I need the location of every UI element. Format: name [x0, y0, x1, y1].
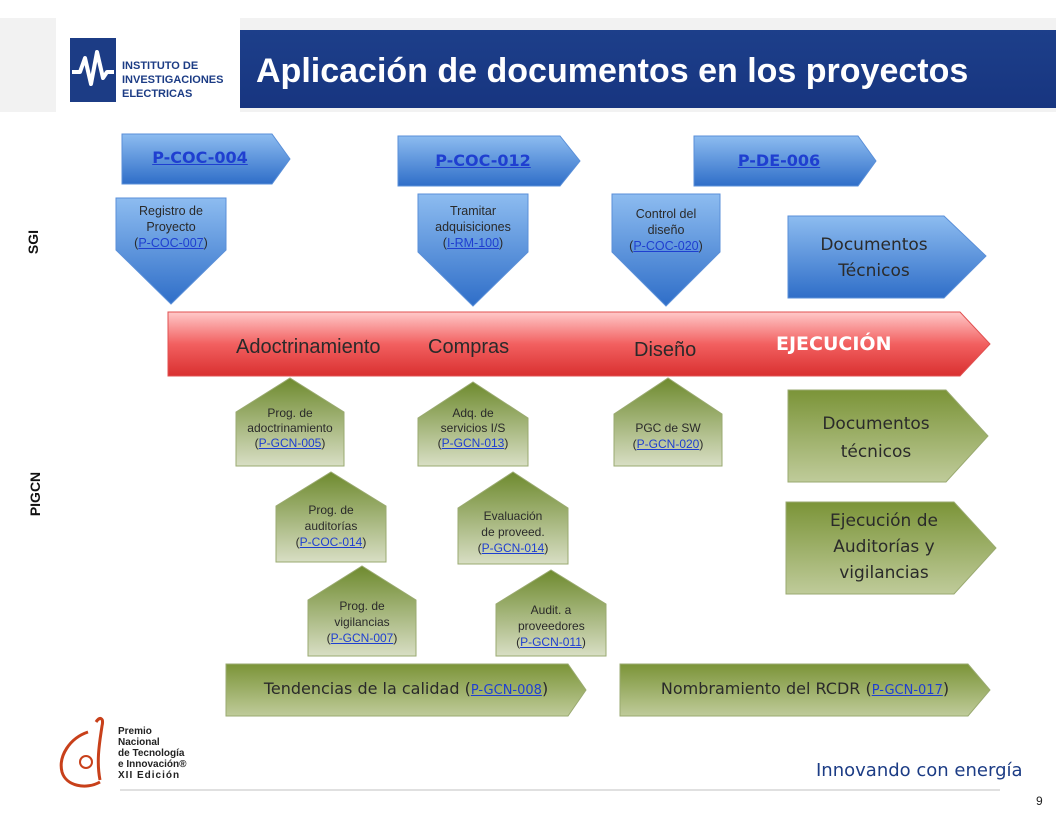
procedure-link-1[interactable]: P-COC-004: [152, 148, 248, 167]
title-bar: [240, 30, 1056, 108]
sgi-doc-shape-1: [115, 197, 227, 305]
pigcn-doc-7: Audit. a proveedores (P-GCN-011): [496, 602, 606, 650]
pigcn-doc-3: PGC de SW (P-GCN-020): [614, 420, 722, 452]
nombramiento-shape: [619, 663, 991, 717]
tendencias-link[interactable]: P-GCN-008: [470, 683, 542, 698]
tendencias-label: Tendencias de la calidad (P-GCN-008): [263, 679, 549, 698]
procedure-link-2[interactable]: P-COC-012: [435, 151, 531, 170]
pigcn-doc-shape-7: [495, 569, 607, 657]
pigcn-doc-7-text: Audit. a proveedores: [518, 603, 585, 633]
award-text: Premio Nacional de Tecnología e Innovaci…: [118, 726, 187, 781]
tech-docs-pigcn: Documentos técnicos: [822, 414, 930, 462]
audits-label: Ejecución de Auditorías y vigilancias: [830, 511, 938, 583]
page-number: 9: [1036, 794, 1043, 808]
pigcn-doc-1-link[interactable]: P-GCN-005: [258, 436, 322, 450]
phase-adoctrinamiento: Adoctrinamiento: [236, 336, 381, 358]
nombramiento-link[interactable]: P-GCN-017: [871, 683, 943, 698]
sgi-doc-shape-3: [611, 193, 721, 307]
pigcn-doc-shape-2: [417, 381, 529, 467]
pigcn-doc-4: Prog. de auditorías (P-COC-014): [276, 502, 386, 550]
sgi-doc-1-text: Registro de Proyecto: [139, 204, 203, 234]
pigcn-doc-4-link[interactable]: P-COC-014: [299, 535, 363, 549]
pigcn-doc-3-text: PGC de SW: [635, 421, 701, 435]
pigcn-doc-shape-1: [235, 377, 345, 467]
logo-line-1: INSTITUTO DE: [122, 60, 199, 72]
tech-docs-green-shape: [787, 389, 989, 483]
audits-shape: [785, 501, 997, 595]
phase-compras: Compras: [428, 336, 510, 358]
sgi-doc-2: Tramitar adquisiciones (I-RM-100): [418, 203, 528, 251]
pigcn-doc-2-link[interactable]: P-GCN-013: [441, 436, 505, 450]
tech-docs-blue-shape: [787, 215, 987, 299]
logo-line-3: ELECTRICAS: [122, 88, 193, 100]
pigcn-doc-5-link[interactable]: P-GCN-014: [481, 541, 545, 555]
procedure-link-3[interactable]: P-DE-006: [737, 151, 821, 170]
procedure-arrow-3: [693, 135, 877, 187]
pigcn-doc-7-link[interactable]: P-GCN-011: [520, 635, 582, 649]
iie-logo-icon: [70, 38, 116, 102]
tendencias-shape: [225, 663, 587, 717]
pigcn-doc-1: Prog. de adoctrinamiento (P-GCN-005): [236, 406, 344, 451]
pigcn-doc-6: Prog. de vigilancias (P-GCN-007): [308, 598, 416, 646]
tagline: Innovando con energía: [816, 760, 1023, 781]
pigcn-doc-shape-3: [613, 377, 723, 467]
sgi-doc-3: Control del diseño (P-COC-020): [612, 206, 720, 254]
sgi-doc-shape-2: [417, 193, 529, 307]
sgi-doc-2-text: Tramitar adquisiciones: [435, 204, 511, 234]
pigcn-doc-5: Evaluación de proveed. (P-GCN-014): [458, 508, 568, 556]
logo-line-2: INVESTIGACIONES: [122, 74, 224, 86]
procedure-arrow-2: [397, 135, 581, 187]
sgi-doc-1: Registro de Proyecto (P-COC-007): [116, 203, 226, 251]
pigcn-doc-1-text: Prog. de adoctrinamiento: [247, 406, 333, 435]
pigcn-doc-6-text: Prog. de vigilancias: [334, 599, 390, 629]
pigcn-doc-shape-6: [307, 565, 417, 657]
page-title: Aplicación de documentos en los proyecto…: [256, 52, 969, 90]
sgi-doc-3-text: Control del diseño: [635, 207, 697, 237]
tech-docs-sgi: Documentos Técnicos: [820, 235, 928, 281]
procedure-arrow-1: [121, 133, 291, 185]
sgi-doc-3-link[interactable]: P-COC-020: [633, 239, 699, 253]
pigcn-doc-4-text: Prog. de auditorías: [304, 503, 358, 533]
phase-ejecucion: EJECUCIÓN: [776, 333, 892, 355]
nombramiento-label: Nombramiento del RCDR (P-GCN-017): [660, 679, 950, 698]
pigcn-doc-5-text: Evaluación de proveed.: [481, 509, 545, 539]
phase-arrow-shape: [167, 311, 991, 377]
sgi-doc-2-link[interactable]: I-RM-100: [446, 236, 500, 250]
award-logo-icon: [59, 717, 104, 788]
pigcn-doc-2: Adq. de servicios I/S (P-GCN-013): [418, 406, 528, 451]
pigcn-doc-3-link[interactable]: P-GCN-020: [636, 437, 700, 451]
pigcn-doc-shape-4: [275, 471, 387, 563]
phase-diseno: Diseño: [634, 339, 697, 361]
pigcn-doc-6-link[interactable]: P-GCN-007: [330, 631, 394, 645]
pigcn-doc-2-text: Adq. de servicios I/S: [440, 406, 506, 435]
pigcn-doc-shape-5: [457, 471, 569, 565]
sgi-doc-1-link[interactable]: P-COC-007: [138, 236, 204, 250]
